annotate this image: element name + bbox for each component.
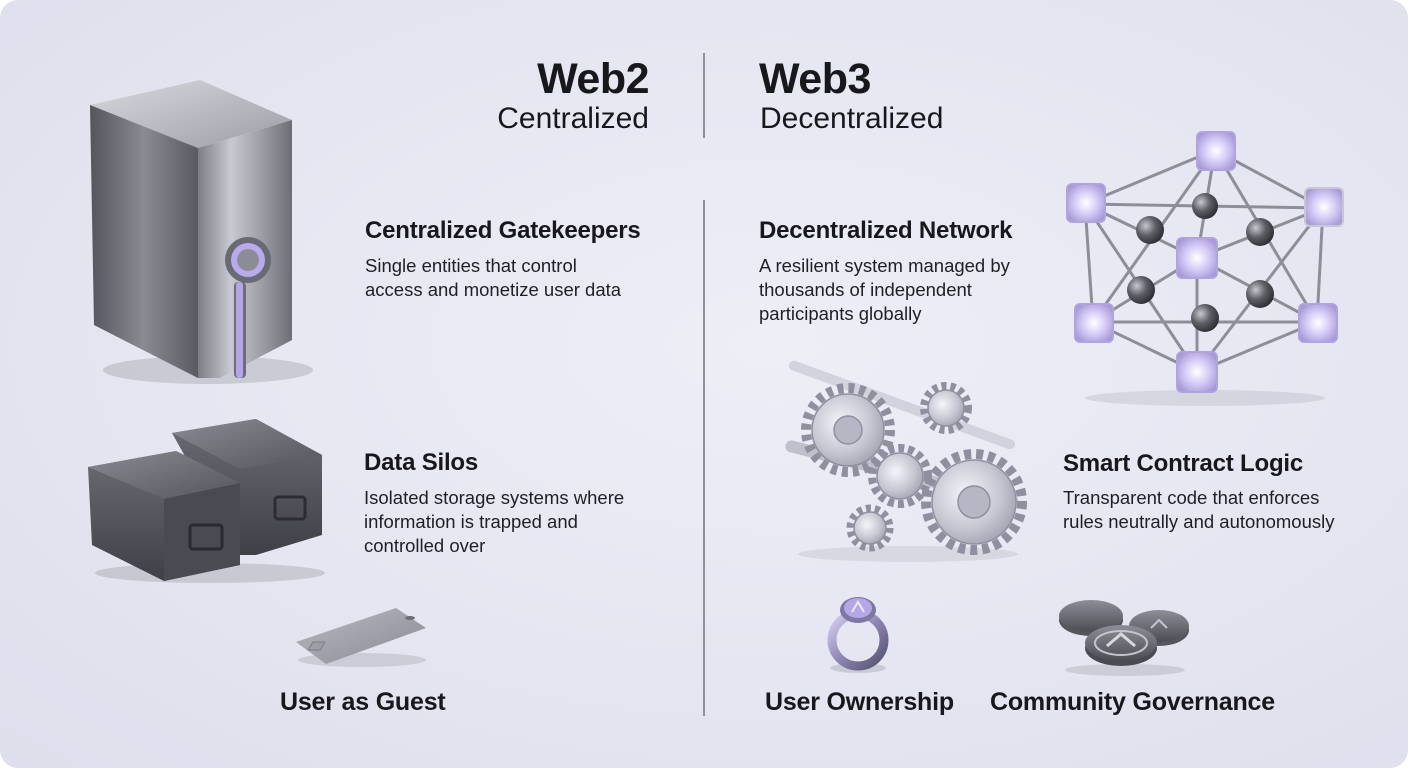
network-lattice-icon: [1066, 131, 1344, 406]
storage-boxes-icon: [88, 419, 325, 583]
web2-subtitle: Centralized: [497, 102, 649, 135]
web3-subtitle: Decentralized: [760, 102, 944, 135]
gears-icon: [785, 360, 1027, 562]
community-governance-label: Community Governance: [990, 688, 1275, 716]
column-divider: [703, 200, 705, 716]
data-silos-heading: Data Silos: [364, 449, 479, 476]
web3-title: Web3: [759, 55, 871, 103]
server-vault-icon: [90, 80, 313, 384]
user-as-guest-label: User as Guest: [280, 688, 446, 716]
user-ownership-label: User Ownership: [765, 688, 954, 716]
coins-icon: [1059, 600, 1189, 676]
smart-contract-body: Transparent code that enforces rules neu…: [1063, 487, 1335, 532]
smart-contract-heading: Smart Contract Logic: [1063, 450, 1304, 477]
decentralized-network-body: A resilient system managed by thousands …: [759, 255, 1010, 324]
data-silos-body: Isolated storage systems where informati…: [364, 487, 625, 556]
decentralized-network-heading: Decentralized Network: [759, 217, 1013, 244]
header-divider: [703, 53, 705, 138]
web2-title: Web2: [537, 55, 649, 103]
ring-icon: [827, 597, 889, 673]
gatekeepers-body: Single entities that control access and …: [365, 255, 622, 300]
access-card-icon: [296, 608, 426, 667]
gatekeepers-heading: Centralized Gatekeepers: [365, 217, 641, 244]
